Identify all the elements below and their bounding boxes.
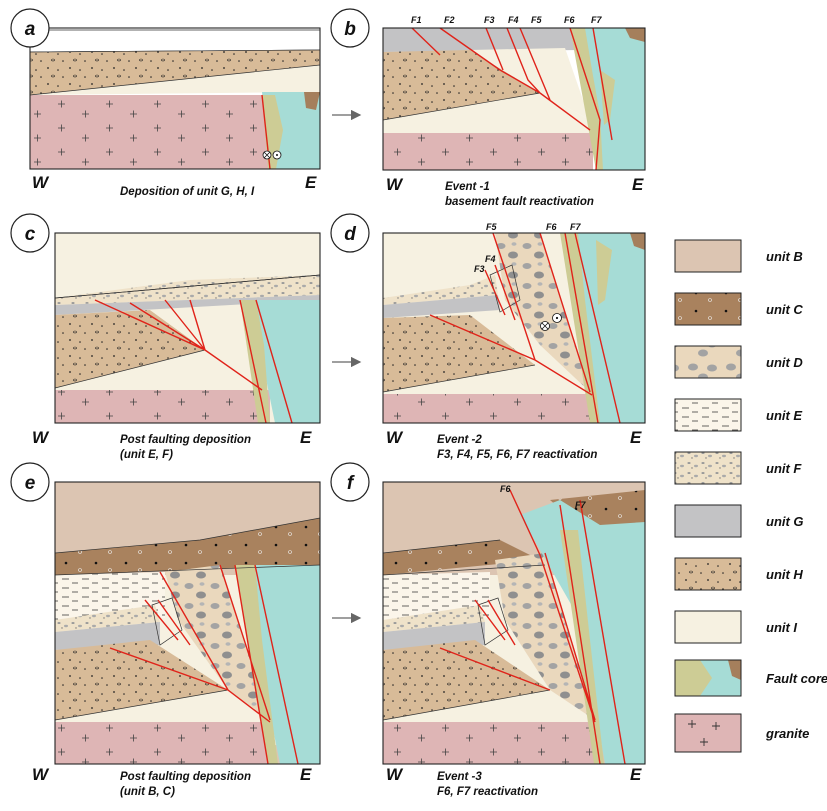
panel-f-west: W xyxy=(386,765,404,784)
panel-a: a W E Deposition of unit G, H, I xyxy=(10,8,321,198)
panel-e-west: W xyxy=(32,765,50,784)
panel-f-badge xyxy=(330,462,370,502)
legend-label-unit-e: unit E xyxy=(766,408,802,423)
panel-b-caption-2: basement fault reactivation xyxy=(445,196,594,208)
fault-label-f6: F6 xyxy=(564,15,575,25)
panel-e-caption-1: Post faulting deposition xyxy=(120,771,251,783)
fault-label-f-f7: F7 xyxy=(575,500,586,510)
panel-d-caption-1: Event -2 xyxy=(437,434,482,446)
panel-c-west: W xyxy=(32,428,50,447)
panel-f-east: E xyxy=(630,765,642,784)
legend-swatch-fault-core xyxy=(674,659,742,697)
legend-swatch-granite xyxy=(674,713,742,753)
panel-d-east: E xyxy=(630,428,642,447)
panel-c-label: c xyxy=(25,224,36,245)
legend-label-unit-c: unit C xyxy=(766,302,803,317)
panel-d-label: d xyxy=(344,224,356,245)
legend-swatch-unit-f xyxy=(674,451,742,485)
panel-e-east: E xyxy=(300,765,312,784)
panel-c-badge xyxy=(10,213,50,253)
panel-b-caption-1: Event -1 xyxy=(445,181,490,193)
panel-e-badge xyxy=(10,462,50,502)
panel-a-caption: Deposition of unit G, H, I xyxy=(120,186,255,198)
legend-label-unit-b: unit B xyxy=(766,249,803,264)
fault-label-d-f3: F3 xyxy=(474,264,485,274)
panel-c-caption-1: Post faulting deposition xyxy=(120,434,251,446)
panel-e: e W E Post faulting deposition (unit B, … xyxy=(10,462,321,798)
panel-f-caption-1: Event -3 xyxy=(437,771,482,783)
panel-c-caption-2: (unit E, F) xyxy=(120,449,173,461)
fault-label-d-f6: F6 xyxy=(546,222,557,232)
panel-d: d F3 F4 F5 F6 F7 W E Event -2 F3, F4, F5… xyxy=(330,213,646,461)
fault-label-f-f6: F6 xyxy=(500,484,511,494)
panel-d-west: W xyxy=(386,428,404,447)
fault-label-f4: F4 xyxy=(508,15,519,25)
legend-swatch-unit-e xyxy=(674,398,742,432)
legend-swatch-unit-g xyxy=(674,504,742,538)
panel-c: c W E Post faulting deposition (unit E, … xyxy=(10,213,321,461)
legend-swatch-unit-i xyxy=(674,610,742,644)
panel-a-label: a xyxy=(25,19,36,40)
fault-label-d-f7: F7 xyxy=(570,222,581,232)
legend-swatch-unit-h xyxy=(674,557,742,591)
fault-label-d-f5: F5 xyxy=(486,222,497,232)
panel-b-east: E xyxy=(632,175,644,194)
panel-f: f F6 F7 W E Event -3 F6, F7 reactivation xyxy=(330,462,646,798)
legend-swatch-unit-c xyxy=(674,292,742,326)
panel-b-badge xyxy=(330,8,370,48)
legend-label-unit-g: unit G xyxy=(766,514,804,529)
panel-d-caption-2: F3, F4, F5, F6, F7 reactivation xyxy=(437,449,597,461)
panel-b: b F1 F2 F3 F4 F5 F6 F7 W E Event -1 base… xyxy=(330,8,646,208)
legend-label-unit-f: unit F xyxy=(766,461,802,476)
panel-b-west: W xyxy=(386,175,404,194)
fault-label-d-f4: F4 xyxy=(485,254,496,264)
legend-swatch-unit-b xyxy=(674,239,742,273)
legend-label-unit-i: unit I xyxy=(766,620,797,635)
fault-label-f2: F2 xyxy=(444,15,455,25)
legend-swatch-unit-d xyxy=(674,345,742,379)
legend: unit B unit C unit D unit E unit F unit … xyxy=(674,239,827,753)
panel-e-label: e xyxy=(25,473,36,494)
panel-a-west: W xyxy=(32,173,50,192)
panel-a-east: E xyxy=(305,173,317,192)
legend-label-unit-d: unit D xyxy=(766,355,803,370)
legend-label-fault-core: Fault core xyxy=(766,671,827,686)
fault-label-f5: F5 xyxy=(531,15,542,25)
panel-d-badge xyxy=(330,213,370,253)
panel-e-caption-2: (unit B, C) xyxy=(120,786,175,798)
panel-a-badge xyxy=(10,8,50,48)
legend-label-granite: granite xyxy=(765,726,809,741)
fault-label-f3: F3 xyxy=(484,15,495,25)
fault-label-f1: F1 xyxy=(411,15,422,25)
legend-label-unit-h: unit H xyxy=(766,567,803,582)
panel-f-caption-2: F6, F7 reactivation xyxy=(437,786,538,798)
fault-label-f7: F7 xyxy=(591,15,602,25)
panel-c-east: E xyxy=(300,428,312,447)
panel-f-label: f xyxy=(347,473,355,494)
panel-b-label: b xyxy=(344,19,356,40)
